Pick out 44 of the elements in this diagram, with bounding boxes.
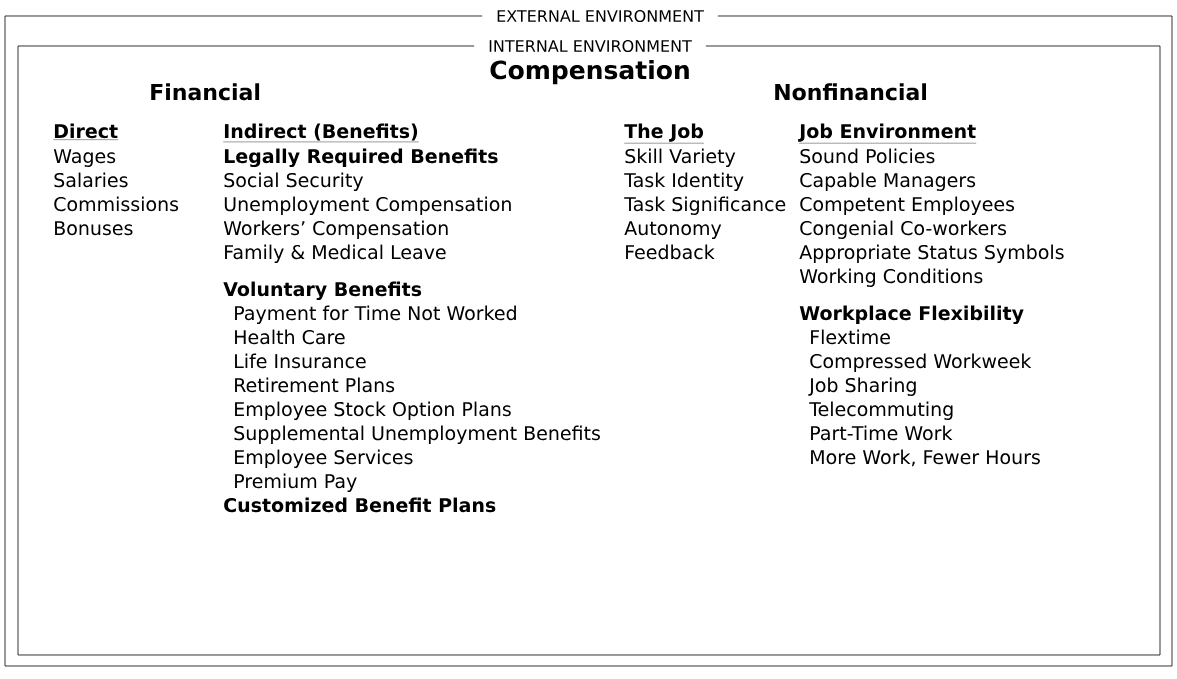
list-item: Task Identity bbox=[624, 172, 744, 191]
list-item: Salaries bbox=[54, 172, 128, 188]
list-item: Unemployment Compensation bbox=[224, 196, 511, 215]
list-item: Bonuses bbox=[55, 221, 133, 236]
list-item: Job Sharing bbox=[808, 377, 916, 396]
list-item: Task Significance bbox=[624, 196, 786, 215]
title: Compensation bbox=[490, 60, 689, 85]
list-item: Supplemental Unemployment Benefits bbox=[234, 425, 600, 444]
list-item: Feedback bbox=[626, 244, 715, 260]
list-item: Capable Managers bbox=[800, 172, 976, 191]
group-heading: Financial bbox=[151, 83, 260, 101]
column-heading: The Job bbox=[624, 123, 705, 144]
list-item: Part-Time Work bbox=[811, 425, 953, 441]
list-item: Working Conditions bbox=[799, 268, 983, 287]
column-heading: Job Environment bbox=[798, 123, 977, 144]
list-item: Skill Variety bbox=[625, 148, 736, 167]
list-item: Flextime bbox=[811, 329, 890, 345]
subheading: Customized Benefit Plans bbox=[224, 497, 496, 513]
column-heading: Indirect (Benefits) bbox=[223, 123, 419, 143]
list-item: Competent Employees bbox=[800, 196, 1015, 215]
column-heading: Direct bbox=[53, 123, 119, 140]
list-item: Social Security bbox=[224, 172, 364, 191]
list-item: Retirement Plans bbox=[235, 377, 395, 393]
list-item: Payment for Time Not Worked bbox=[235, 305, 516, 324]
list-item: Employee Stock Option Plans bbox=[235, 401, 511, 420]
list-item: Employee Services bbox=[235, 449, 413, 468]
list-item: Family & Medical Leave bbox=[225, 244, 446, 263]
list-item: Sound Policies bbox=[800, 148, 935, 164]
list-item: Commissions bbox=[54, 196, 179, 212]
list-item: Premium Pay bbox=[235, 473, 357, 492]
list-item: Wages bbox=[53, 149, 116, 167]
list-item: Telecommuting bbox=[809, 401, 953, 420]
list-item: Autonomy bbox=[624, 221, 722, 239]
subheading: Voluntary Benefits bbox=[223, 281, 422, 301]
list-item: Compressed Workweek bbox=[810, 353, 1032, 372]
list-item: Health Care bbox=[235, 329, 345, 345]
list-item: Congenial Co-workers bbox=[800, 220, 1007, 239]
list-item: Workers’ Compensation bbox=[223, 220, 448, 239]
list-item: More Work, Fewer Hours bbox=[811, 449, 1040, 467]
list-item: Life Insurance bbox=[235, 353, 366, 369]
subheading: Workplace Flexibility bbox=[799, 305, 1024, 325]
subheading: Legally Required Benefits bbox=[224, 148, 498, 168]
group-heading: Nonfinancial bbox=[775, 83, 926, 101]
list-item: Appropriate Status Symbols bbox=[799, 244, 1064, 263]
